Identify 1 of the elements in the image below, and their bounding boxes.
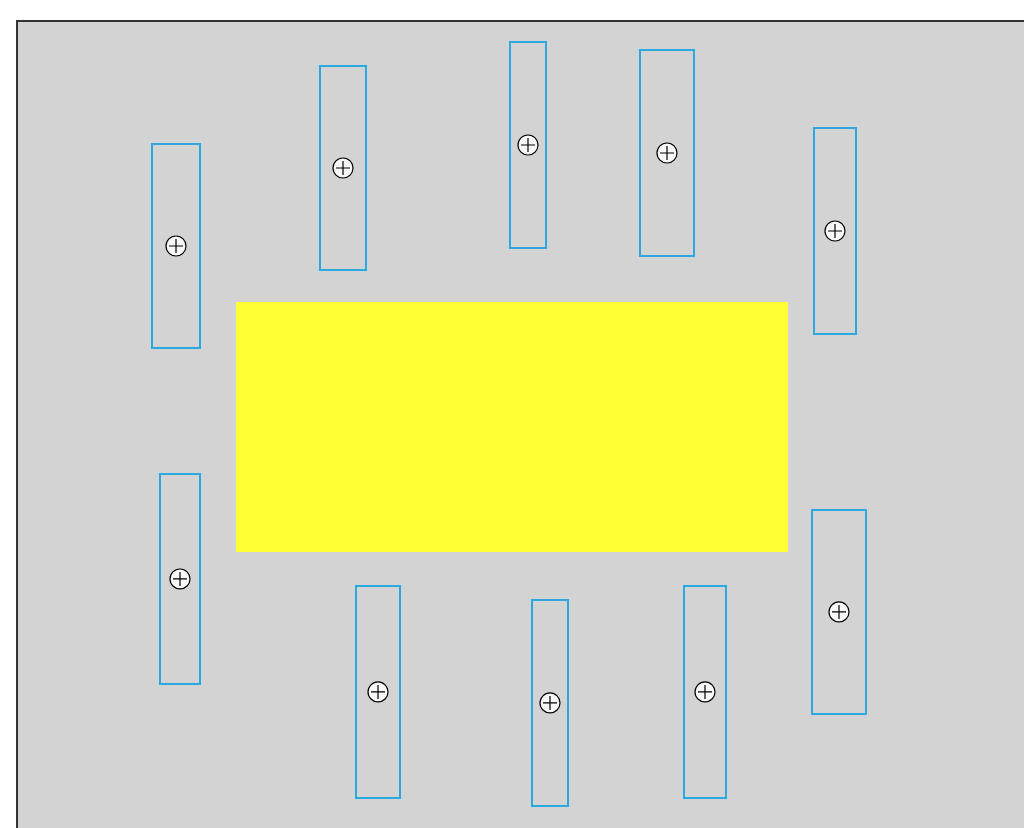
block <box>236 302 788 552</box>
